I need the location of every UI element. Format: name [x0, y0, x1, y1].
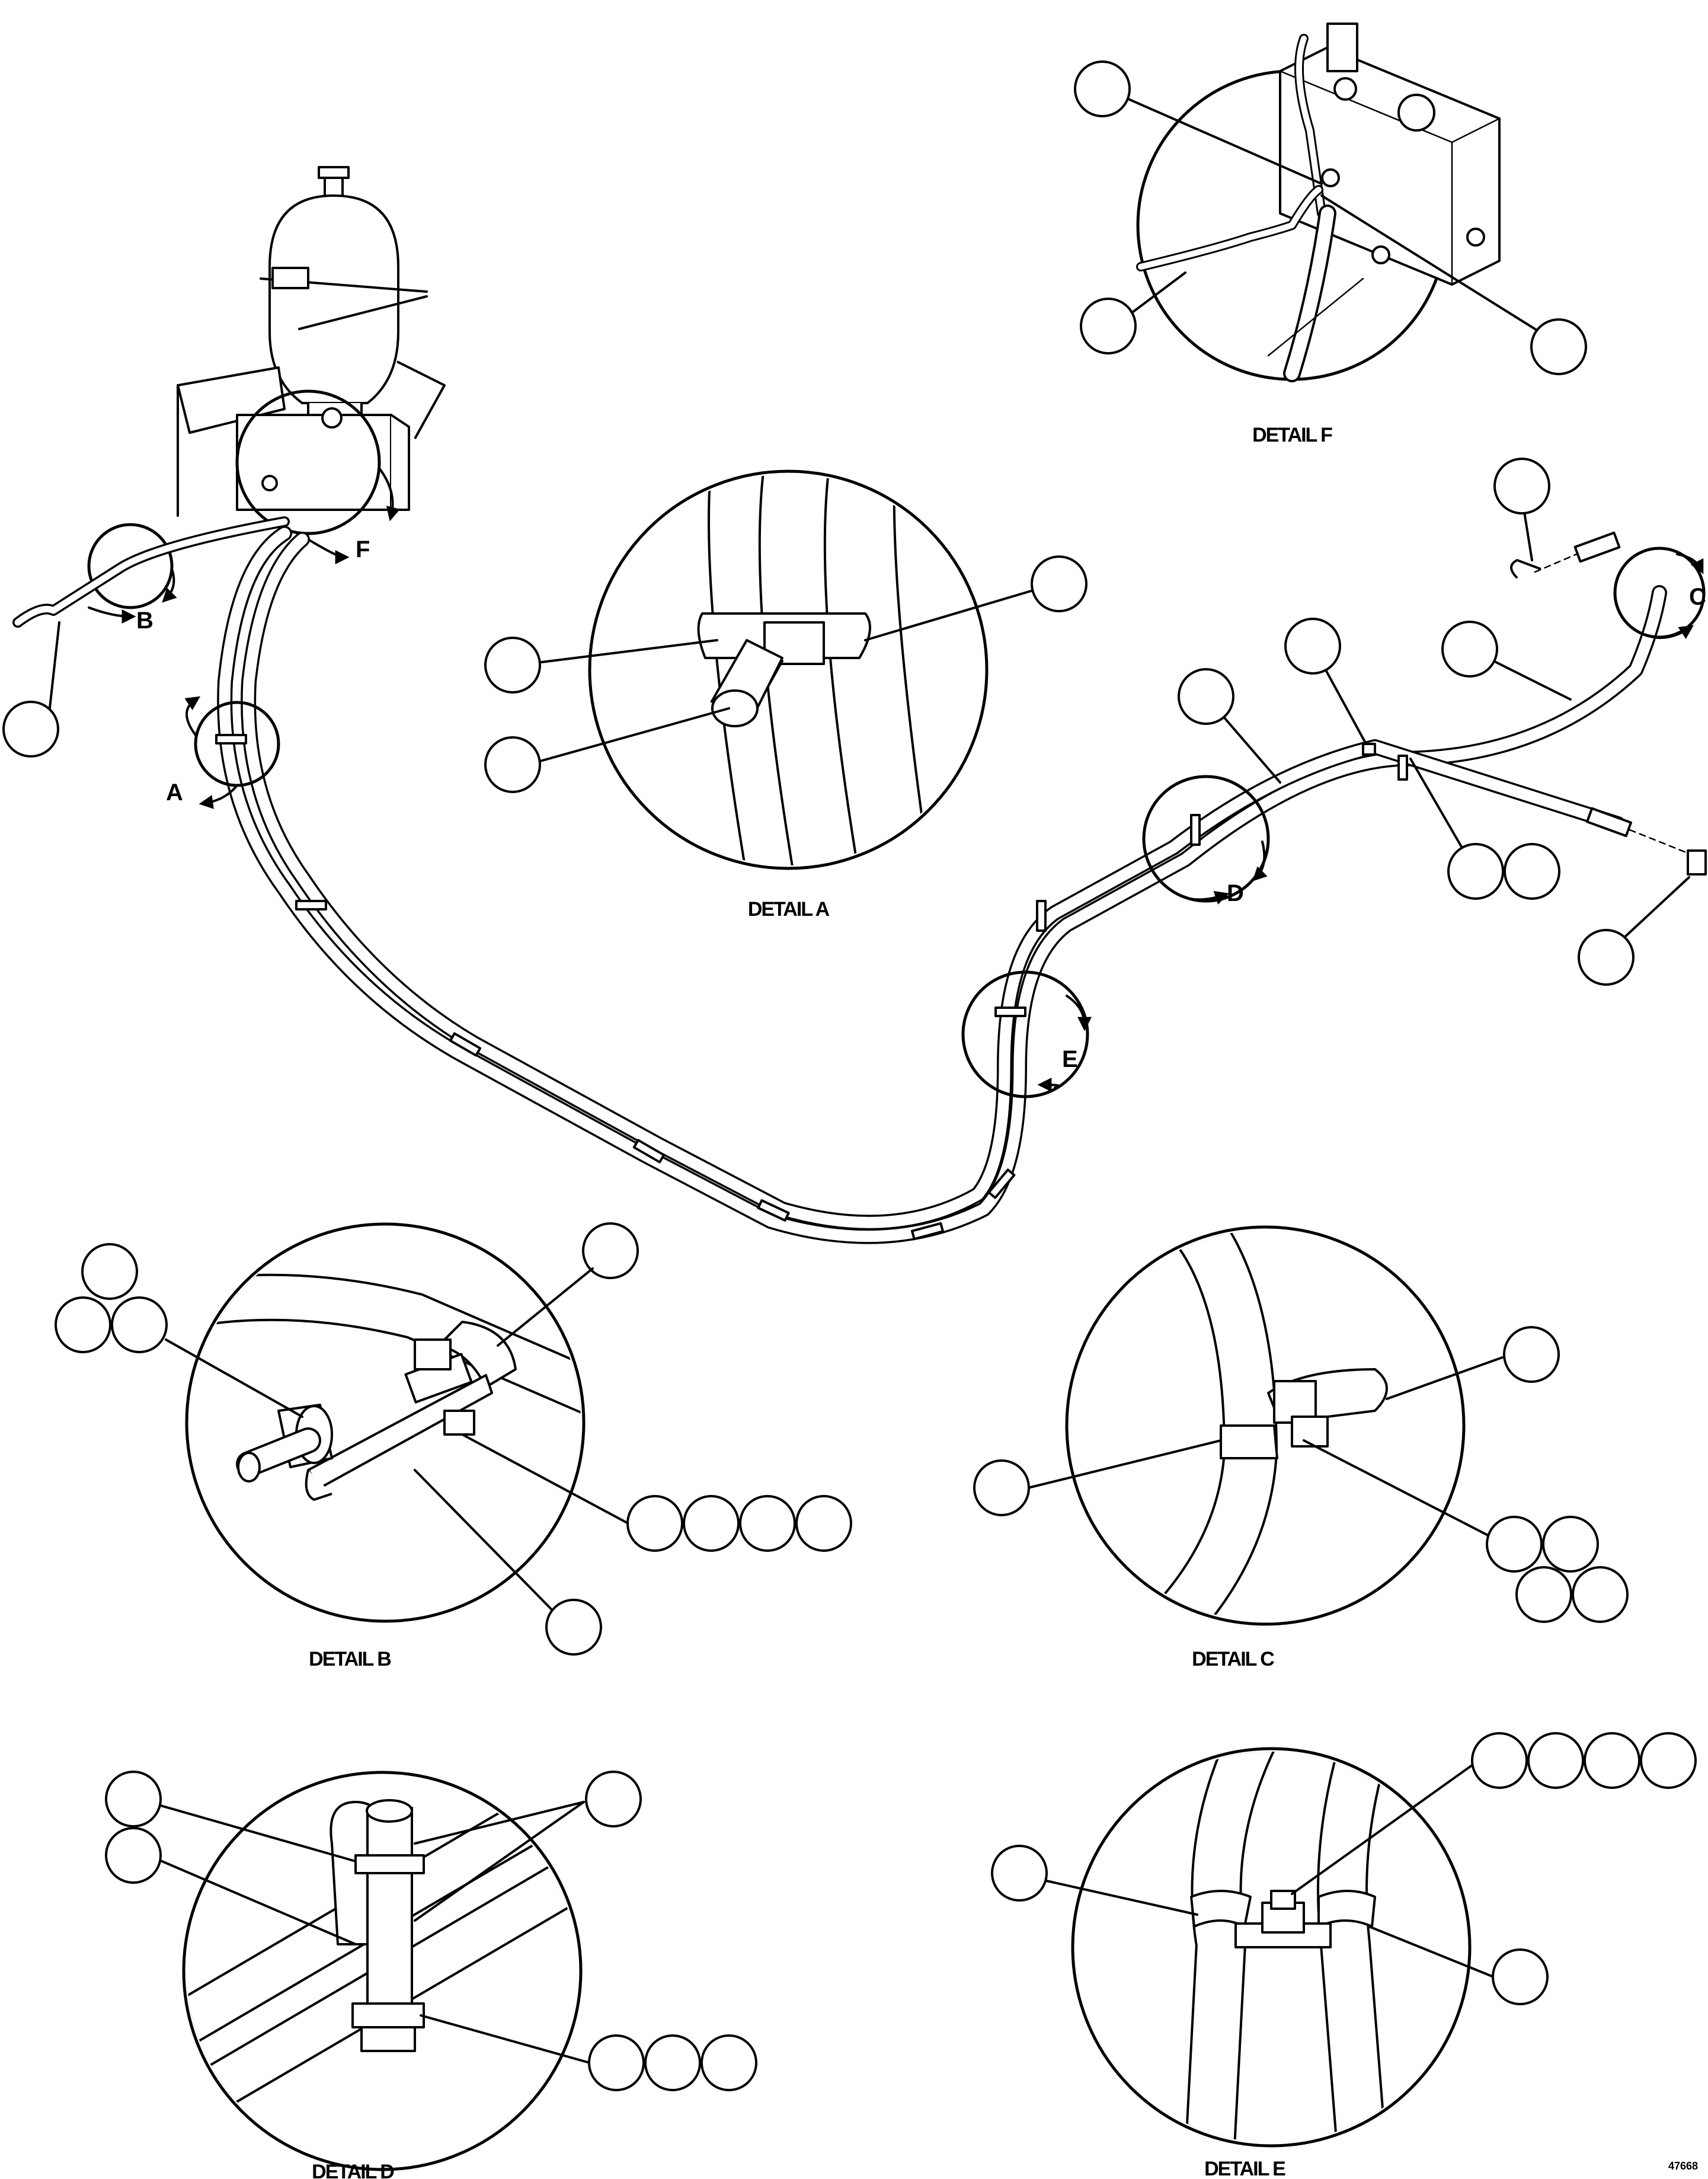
view-circle-d [1142, 775, 1270, 903]
detail-c: DETAIL C [973, 1225, 1629, 1670]
detail-f-valve-block [1279, 23, 1501, 286]
view-letter-c: C [1689, 584, 1706, 610]
detail-label-f: DETAIL F [1252, 424, 1332, 446]
detail-label-b: DETAIL B [309, 1648, 391, 1670]
view-letter-b: B [136, 608, 153, 634]
main-assembly-view: F B [2, 166, 1707, 1244]
detail-label-a: DETAIL A [748, 898, 830, 921]
view-circle-f [235, 389, 381, 535]
view-letter-f: F [356, 536, 370, 563]
view-circle-e [961, 970, 1089, 1098]
accumulator [260, 166, 428, 428]
main-view-callouts [2, 458, 1690, 986]
view-letter-d: D [1227, 880, 1244, 906]
end-fittings [1510, 531, 1707, 876]
detail-label-d: DETAIL D [312, 2161, 394, 2179]
detail-f: DETAIL F [1074, 23, 1587, 446]
hose-clamps [215, 734, 1408, 1241]
view-letter-e: E [1062, 1046, 1078, 1072]
detail-b: DETAIL B [55, 1222, 852, 1670]
detail-label-c: DETAIL C [1192, 1648, 1274, 1670]
drawing-number: 47668 [1668, 2160, 1698, 2172]
detail-a: DETAIL A [484, 469, 1088, 921]
detail-e: DETAIL E [991, 1732, 1697, 2179]
mounting-bracket [177, 360, 446, 517]
view-letter-a: A [166, 779, 183, 806]
detail-label-e: DETAIL E [1204, 2158, 1285, 2179]
view-circle-b [87, 523, 174, 609]
detail-d: DETAIL D [105, 1771, 757, 2179]
